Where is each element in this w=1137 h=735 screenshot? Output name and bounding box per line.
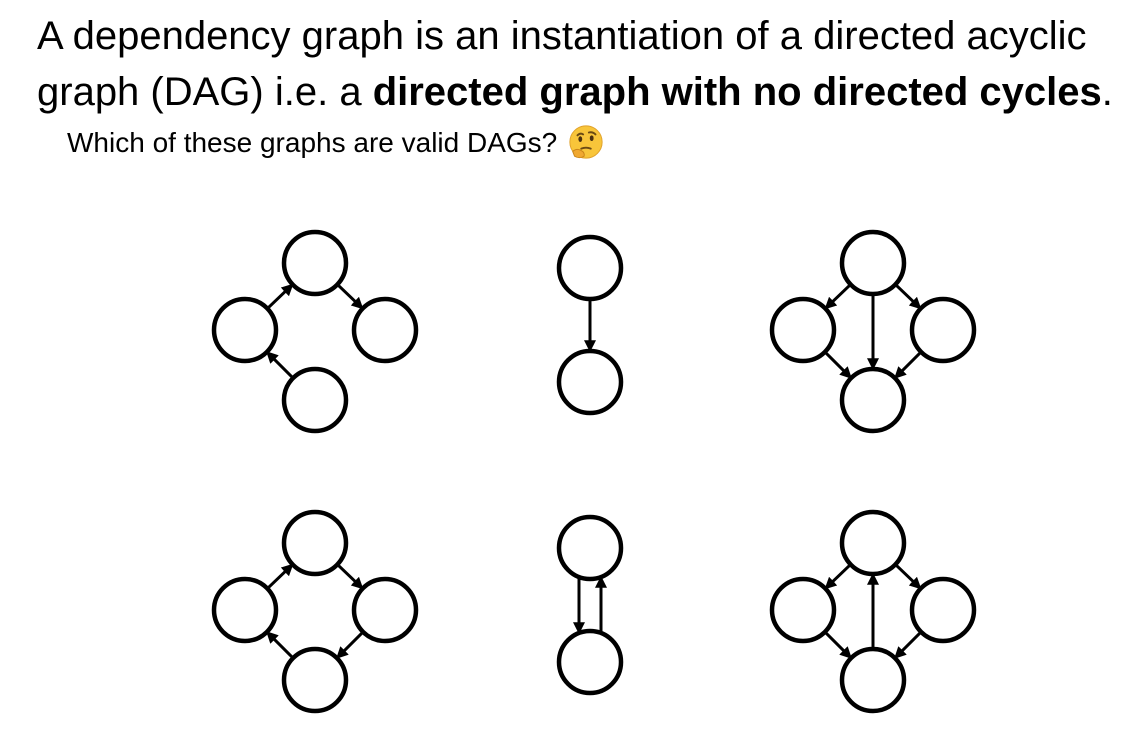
graph-bottom-middle xyxy=(556,514,624,696)
edge-left-to-bottom xyxy=(823,630,853,660)
node-right xyxy=(909,296,977,364)
node-top xyxy=(839,509,907,577)
edge-left-to-bottom xyxy=(823,350,853,380)
graph-bottom-left xyxy=(211,509,419,714)
node-left xyxy=(211,576,279,644)
node-top xyxy=(281,509,349,577)
node-left xyxy=(769,576,837,644)
slide-headline: A dependency graph is an instantiation o… xyxy=(37,8,1127,120)
graph-bottom-right xyxy=(769,509,977,714)
question-text: Which of these graphs are valid DAGs? xyxy=(67,124,605,164)
edge-top-to-right xyxy=(336,283,364,310)
edge-top-to-left xyxy=(824,563,852,590)
edge-top-to-left xyxy=(824,283,852,310)
node-right xyxy=(351,296,419,364)
headline-bold-text: directed graph with no directed cycles xyxy=(372,70,1102,114)
node-bottom xyxy=(556,628,624,696)
edge-right-to-bottom xyxy=(893,630,923,660)
edge-bottom-to-left xyxy=(265,630,295,660)
node-left xyxy=(769,296,837,364)
edge-top-to-right xyxy=(894,563,922,590)
node-top xyxy=(556,234,624,302)
node-bottom xyxy=(556,348,624,416)
edge-left-to-top xyxy=(266,563,294,590)
node-top xyxy=(556,514,624,582)
edge-top-to-right xyxy=(894,283,922,310)
graph-top-left xyxy=(211,229,419,434)
node-bottom xyxy=(839,646,907,714)
edge-right-to-bottom xyxy=(335,630,365,660)
thinking-face-icon xyxy=(569,124,603,159)
graph-top-middle xyxy=(556,234,624,416)
edge-left-to-top xyxy=(266,283,294,310)
headline-text: A dependency graph is an instantiation o… xyxy=(37,14,1087,114)
node-bottom xyxy=(281,646,349,714)
node-top xyxy=(281,229,349,297)
headline-period: . xyxy=(1101,70,1113,114)
edge-bottom-to-left xyxy=(265,350,295,380)
node-bottom xyxy=(281,366,349,434)
graph-top-right xyxy=(769,229,977,434)
edge-right-to-bottom xyxy=(893,350,923,380)
node-right xyxy=(909,576,977,644)
node-left xyxy=(211,296,279,364)
node-right xyxy=(351,576,419,644)
node-top xyxy=(839,229,907,297)
question-label: Which of these graphs are valid DAGs? xyxy=(67,127,558,158)
node-bottom xyxy=(839,366,907,434)
edge-top-to-right xyxy=(336,563,364,590)
